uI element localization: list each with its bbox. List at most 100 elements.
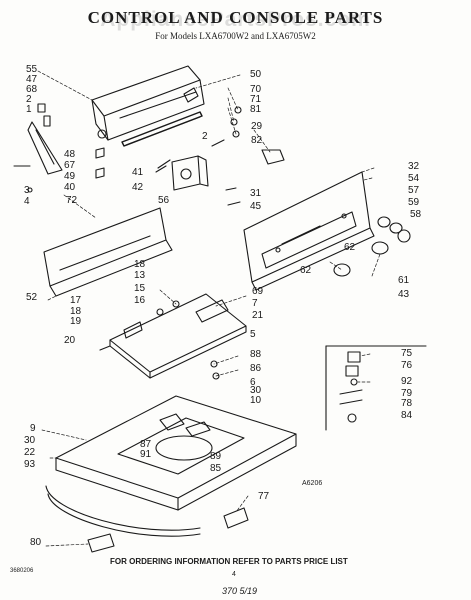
callout-32: 32 [408, 161, 420, 172]
part-16 [156, 308, 164, 316]
diagram-subtitle: For Models LXA6700W2 and LXA6705W2 [155, 31, 316, 41]
page-mark: 4 [232, 571, 236, 578]
inset-part-78 [339, 399, 363, 405]
callout-15: 15 [134, 283, 146, 294]
callout-69: 69 [252, 286, 264, 297]
callout-2: 2 [26, 94, 32, 105]
callout-89: 89 [210, 451, 222, 462]
screw-4 [27, 187, 33, 193]
callout-61: 61 [398, 275, 410, 286]
callout-3: 3 [24, 185, 30, 196]
timer-assembly [155, 155, 209, 191]
hinge-87 [159, 413, 185, 431]
callout-55: 55 [26, 64, 38, 75]
lid-gasket-edge [47, 493, 201, 537]
clip-2 [37, 103, 46, 113]
callout-68: 68 [26, 84, 38, 95]
control-panel [243, 171, 375, 291]
callout-52: 52 [26, 292, 38, 303]
callout-42: 42 [132, 182, 144, 193]
inset-part-76 [345, 365, 359, 377]
callout-79: 79 [401, 388, 413, 399]
hinge-89 [185, 421, 211, 437]
inset-box [325, 345, 427, 431]
callout-67: 67 [64, 160, 76, 171]
callout-72: 72 [66, 195, 78, 206]
callout-62-lower: 62 [300, 265, 312, 276]
callout-18: 18 [70, 306, 82, 317]
screw-70 [234, 106, 242, 114]
callout-82: 82 [251, 135, 263, 146]
knob-62-lower [333, 263, 351, 277]
callout-50: 50 [250, 69, 262, 80]
callout-17: 17 [70, 295, 82, 306]
end-cap [183, 87, 199, 103]
callout-47: 47 [26, 74, 38, 85]
callout-80: 80 [30, 537, 42, 548]
callout-30-lower: 30 [24, 435, 36, 446]
switch-82 [261, 149, 285, 165]
callout-71: 71 [250, 94, 262, 105]
callout-91: 91 [140, 449, 152, 460]
callout-19: 19 [70, 316, 82, 327]
callout-88: 88 [250, 349, 262, 360]
callout-31: 31 [250, 188, 262, 199]
callout-40: 40 [64, 182, 76, 193]
bumper-77 [223, 507, 249, 529]
part-20 [99, 345, 111, 351]
bottom-mark: 370 5/19 [222, 586, 258, 596]
washer-top [55, 395, 297, 511]
diagram-code: A6206 [302, 480, 323, 487]
callout-56: 56 [158, 195, 170, 206]
lid-gasket [45, 485, 201, 531]
callout-85: 85 [210, 463, 222, 474]
inset-part-79 [339, 389, 363, 395]
foot-80 [87, 533, 115, 553]
callout-6: 6 [250, 377, 256, 388]
clip-49 [95, 147, 105, 159]
clip-40 [95, 167, 105, 179]
screw-2 [211, 139, 225, 147]
diagram-title: CONTROL AND CONSOLE PARTS [87, 8, 384, 27]
callout-93: 93 [24, 459, 36, 470]
screw-45 [227, 201, 241, 206]
callout-1: 1 [26, 104, 32, 115]
console-strip [121, 111, 203, 147]
callout-45: 45 [250, 201, 262, 212]
callout-76: 76 [401, 360, 413, 371]
callout-13: 13 [134, 270, 146, 281]
screw-31 [225, 187, 237, 191]
knob-59 [389, 222, 403, 234]
part-13 [172, 300, 180, 308]
inset-part-92 [350, 378, 358, 386]
bumper-67 [97, 129, 107, 139]
callout-5: 5 [250, 329, 256, 340]
callout-84: 84 [401, 410, 413, 421]
callout-58: 58 [410, 209, 422, 220]
screw-71 [230, 118, 238, 126]
rear-panel [43, 207, 173, 297]
ordering-note: FOR ORDERING INFORMATION REFER TO PARTS … [110, 557, 348, 566]
callout-75: 75 [401, 348, 413, 359]
callout-41: 41 [132, 167, 144, 178]
part-18 [123, 321, 143, 339]
callout-22: 22 [24, 447, 36, 458]
part-86 [212, 372, 220, 380]
watermark: AppliancePartsPros.com [100, 8, 371, 31]
callout-7: 7 [252, 298, 258, 309]
callout-92: 92 [401, 376, 413, 387]
callout-18-top: 18 [134, 259, 146, 270]
callout-86: 86 [250, 363, 262, 374]
callout-9: 9 [30, 423, 36, 434]
callout-16: 16 [134, 295, 146, 306]
callout-77: 77 [258, 491, 270, 502]
clip-68 [43, 115, 51, 127]
callout-62-upper: 62 [344, 242, 356, 253]
knob-58 [397, 229, 411, 243]
left-bracket [27, 121, 63, 175]
callout-59: 59 [408, 197, 420, 208]
callout-2-upper: 2 [202, 131, 208, 142]
callout-81: 81 [250, 104, 262, 115]
